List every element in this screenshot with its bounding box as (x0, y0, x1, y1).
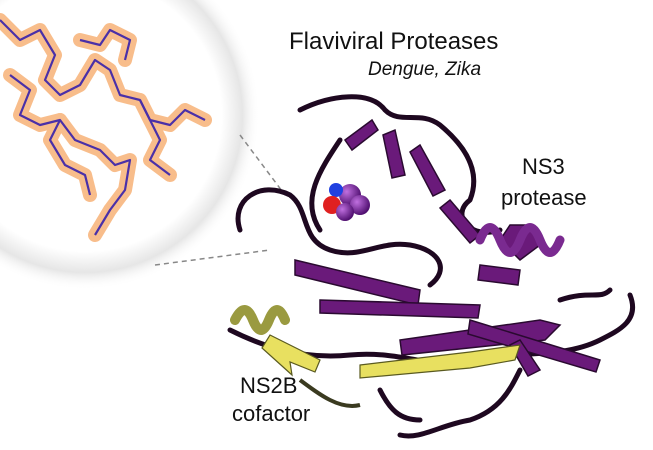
figure-title: Flaviviral Proteases (289, 28, 499, 55)
protein-structure (227, 94, 636, 439)
ns2b-label: NS2B (240, 373, 298, 398)
catalytic-ligand-spheres (323, 183, 370, 221)
ns3-ribbon (294, 118, 601, 377)
ns3-label: NS3 (522, 154, 565, 179)
ns2b-cofactor (230, 305, 521, 408)
ns2b-label-cofactor: cofactor (232, 401, 311, 426)
ligand-zoom-inset (0, 0, 286, 290)
zoom-guide-lines (154, 134, 286, 266)
figure-subtitle: Dengue, Zika (368, 59, 482, 80)
ns3-label-protease: protease (501, 185, 587, 210)
ligand-sticks (0, 19, 206, 236)
ns3-helix (475, 223, 565, 257)
